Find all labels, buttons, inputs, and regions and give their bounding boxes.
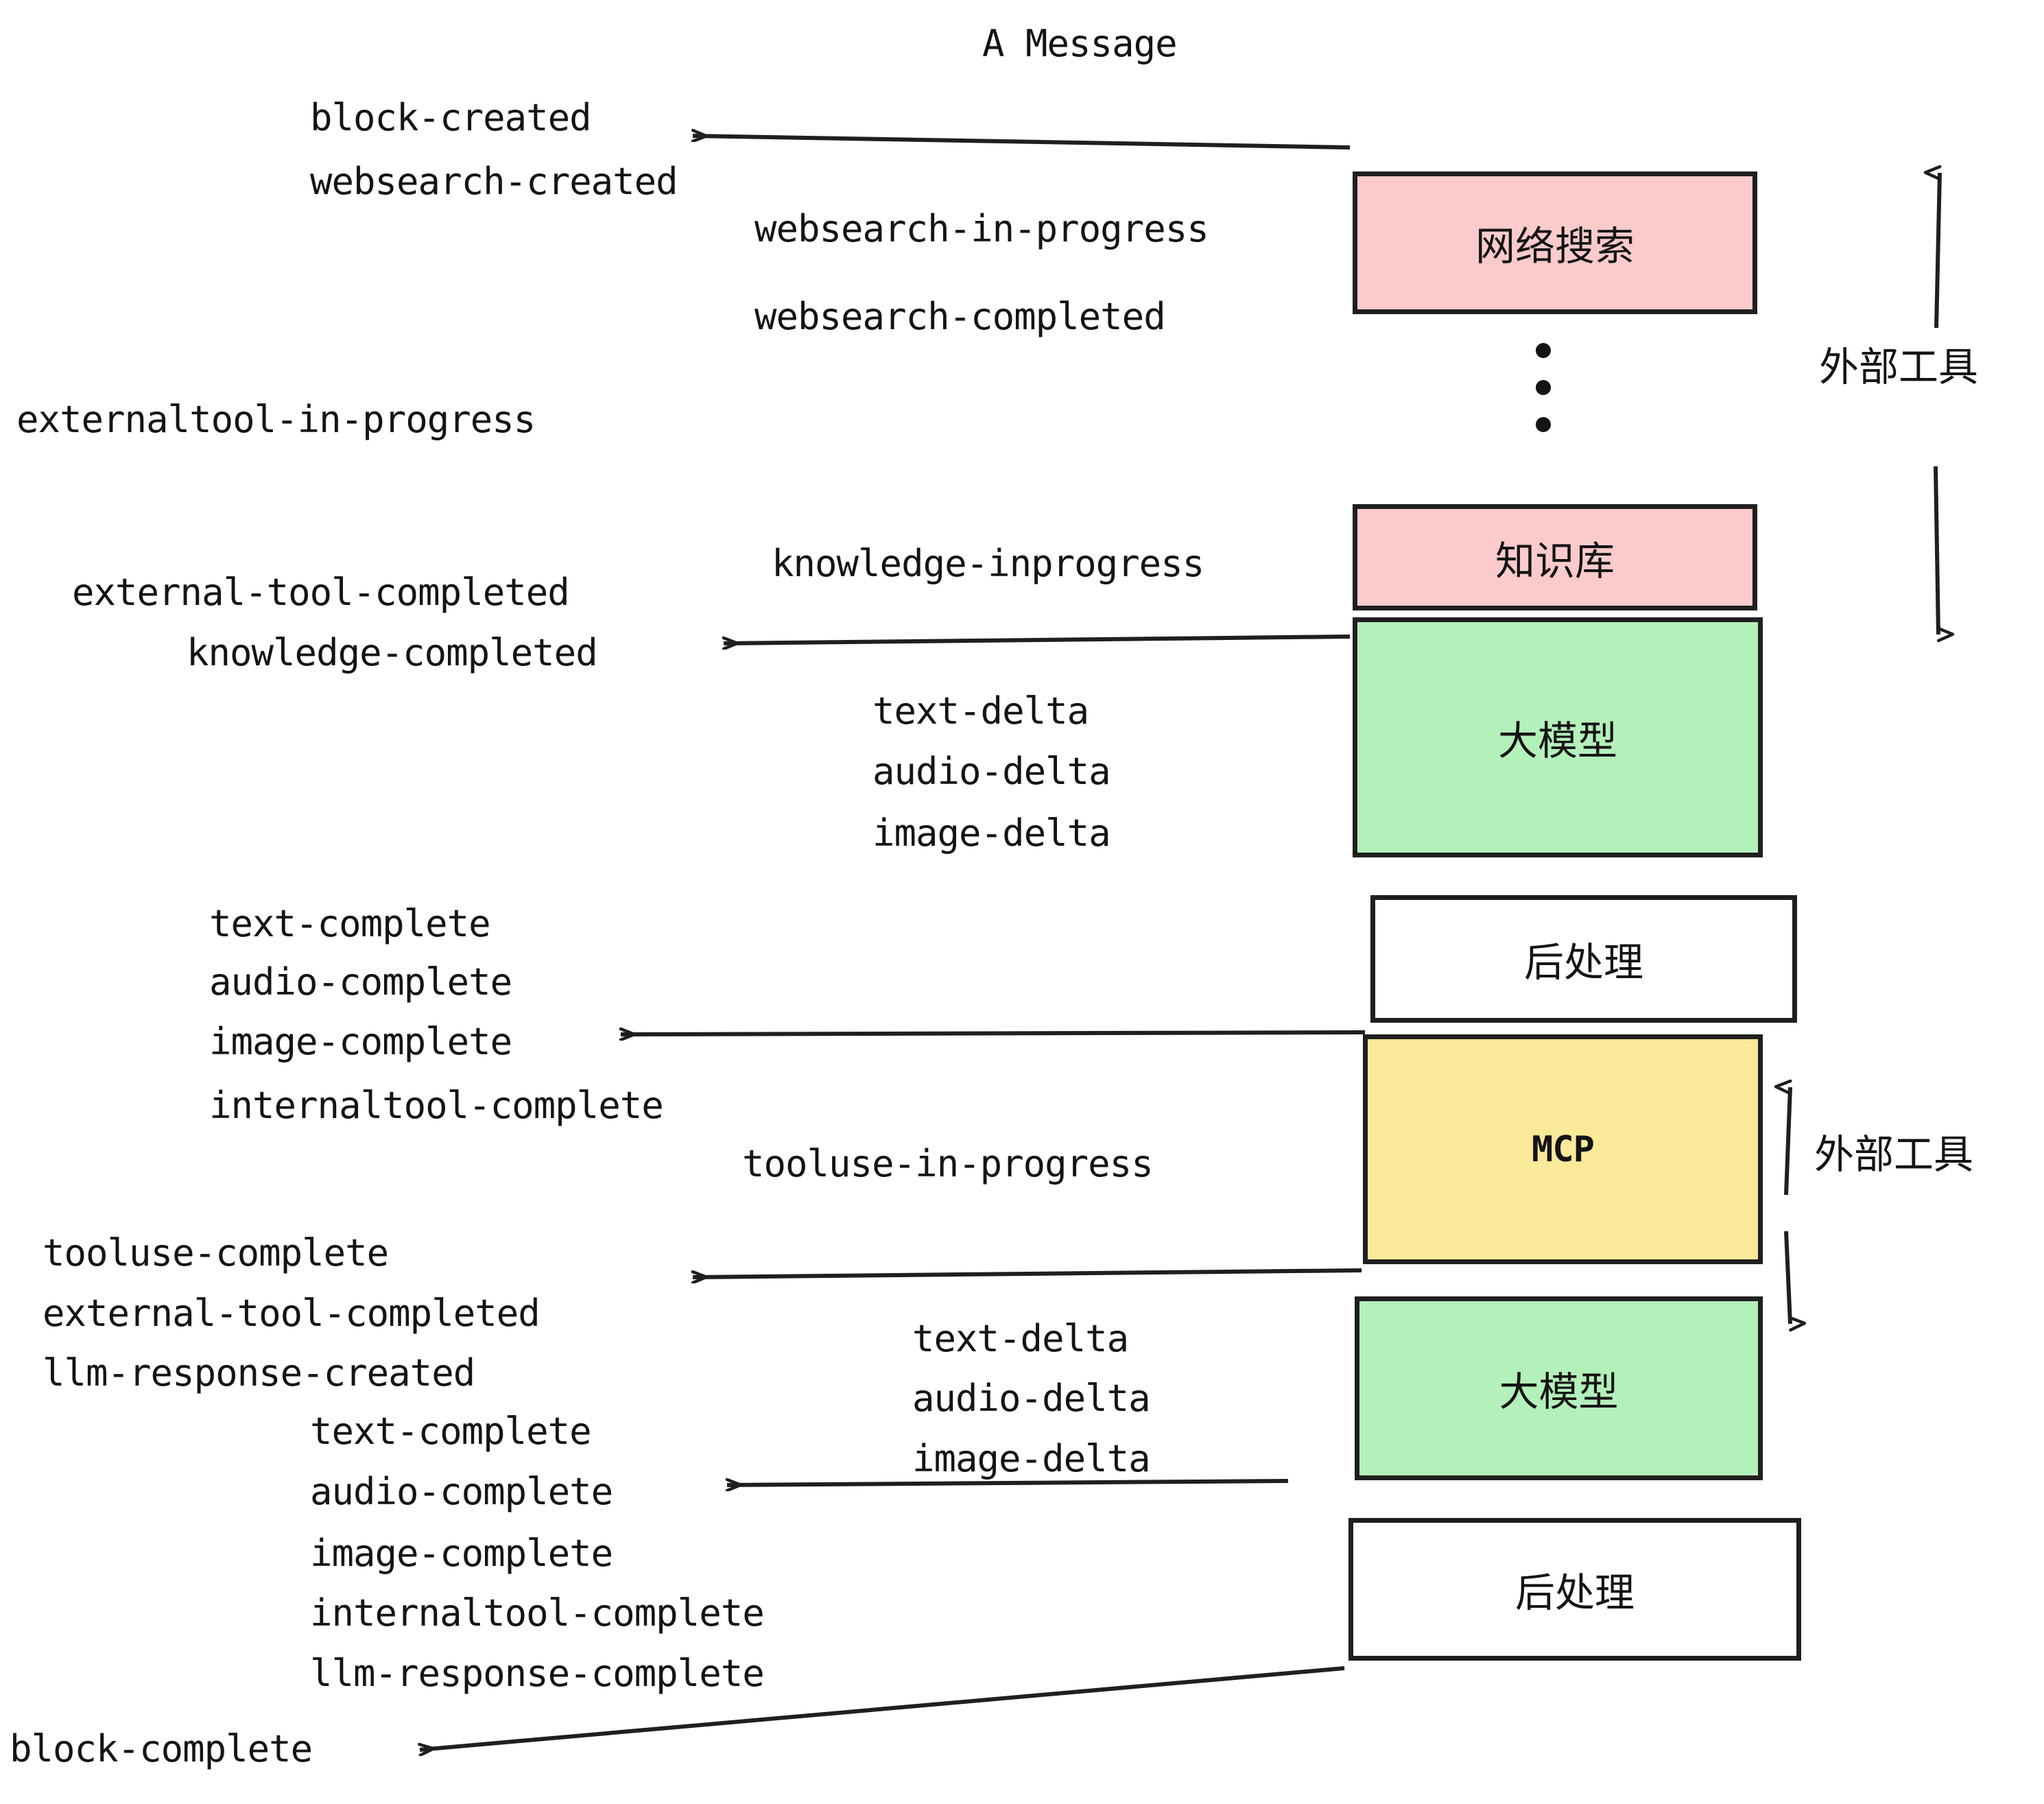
event-llm-response-complete: llm-response-complete xyxy=(310,1652,765,1695)
event-audio-delta-second: audio-delta xyxy=(912,1377,1151,1420)
node-postprocess-first[interactable]: 后处理 xyxy=(1370,895,1797,1023)
event-audio-complete-second: audio-complete xyxy=(310,1470,613,1513)
node-llm-first[interactable]: 大模型 xyxy=(1353,617,1763,857)
node-llm-second[interactable]: 大模型 xyxy=(1355,1296,1763,1480)
arrow-mcp-to-tooluse-complete xyxy=(693,1268,1362,1277)
node-knowledge-base-label: 知识库 xyxy=(1495,537,1615,584)
node-websearch-label: 网络搜索 xyxy=(1475,223,1635,270)
event-knowledge-inprogress: knowledge-inprogress xyxy=(772,542,1204,585)
event-external-tool-completed-first: external-tool-completed xyxy=(72,571,570,614)
event-image-complete-second: image-complete xyxy=(310,1532,613,1575)
event-block-created: block-created xyxy=(310,96,592,139)
event-audio-complete-first: audio-complete xyxy=(209,960,512,1004)
node-llm-second-label: 大模型 xyxy=(1499,1368,1619,1415)
arrow-knowledge-to-completed xyxy=(724,634,1351,643)
event-externaltool-in-progress: externaltool-in-progress xyxy=(16,398,536,441)
event-block-complete: block-complete xyxy=(10,1727,313,1770)
event-websearch-in-progress: websearch-in-progress xyxy=(754,207,1209,250)
arrow-postprocess-to-imagecomplete xyxy=(621,1032,1366,1034)
event-internaltool-complete-first: internaltool-complete xyxy=(209,1084,664,1127)
event-image-delta-second: image-delta xyxy=(912,1437,1151,1480)
event-tooluse-complete: tooluse-complete xyxy=(43,1231,389,1274)
page-title: A Message xyxy=(982,22,1178,65)
node-postprocess-second-label: 后处理 xyxy=(1514,1569,1635,1616)
event-websearch-created: websearch-created xyxy=(310,160,678,203)
event-text-complete-second: text-complete xyxy=(310,1410,592,1453)
event-image-delta-first: image-delta xyxy=(872,811,1111,855)
node-knowledge-base[interactable]: 知识库 xyxy=(1353,504,1757,610)
arrow-llm2-to-audiocomplete xyxy=(727,1481,1289,1485)
event-text-complete-first: text-complete xyxy=(209,902,491,945)
event-tooluse-in-progress: tooluse-in-progress xyxy=(742,1142,1154,1185)
node-postprocess-second[interactable]: 后处理 xyxy=(1348,1518,1801,1661)
event-text-delta-first: text-delta xyxy=(872,689,1089,733)
node-mcp-label: MCP xyxy=(1532,1128,1595,1170)
event-internaltool-complete-second: internaltool-complete xyxy=(310,1591,765,1635)
event-audio-delta-first: audio-delta xyxy=(872,750,1111,793)
event-text-delta-second: text-delta xyxy=(912,1317,1129,1360)
node-llm-first-label: 大模型 xyxy=(1497,717,1617,764)
event-external-tool-completed-second: external-tool-completed xyxy=(43,1292,540,1335)
vertical-ellipsis-icon xyxy=(1536,343,1551,432)
event-llm-response-created: llm-response-created xyxy=(43,1351,475,1394)
node-postprocess-first-label: 后处理 xyxy=(1523,939,1643,986)
external-tool-label-top: 外部工具 xyxy=(1819,344,1979,390)
external-tool-label-bottom: 外部工具 xyxy=(1814,1131,1974,1178)
external-tool-range-top xyxy=(1936,173,1940,634)
event-knowledge-completed: knowledge-completed xyxy=(187,631,598,674)
node-mcp[interactable]: MCP xyxy=(1363,1034,1763,1264)
node-websearch[interactable]: 网络搜索 xyxy=(1353,171,1757,314)
event-image-complete-first: image-complete xyxy=(209,1020,512,1063)
event-websearch-completed: websearch-completed xyxy=(754,295,1166,338)
arrow-websearch-to-blockcreated xyxy=(693,136,1351,150)
external-tool-range-bottom xyxy=(1786,1087,1790,1324)
